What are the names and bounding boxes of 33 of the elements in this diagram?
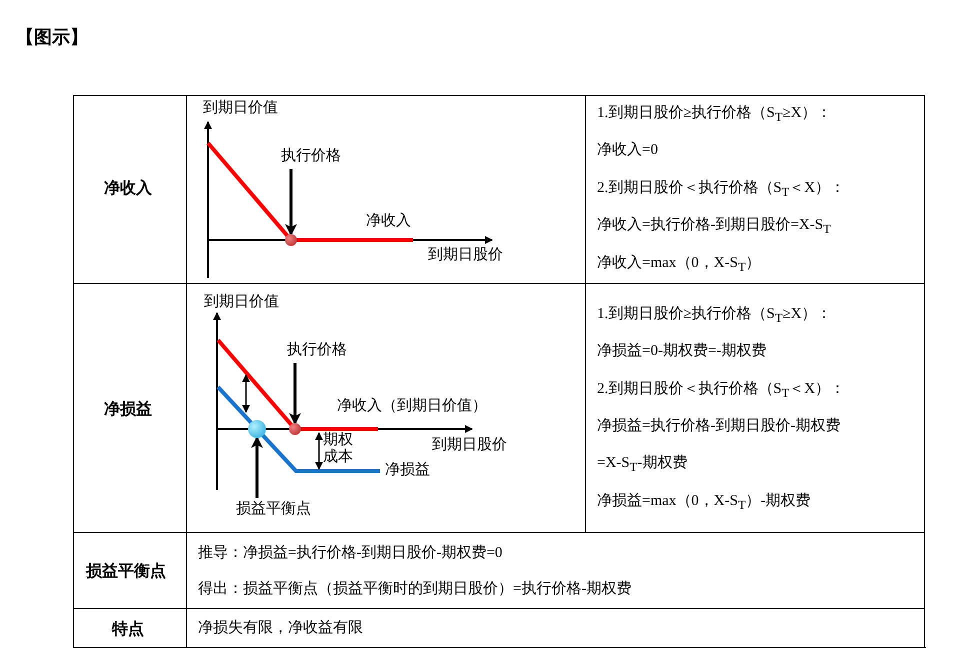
point-marker xyxy=(289,423,301,435)
axis-label: 到期日价值 xyxy=(203,99,278,117)
point-marker xyxy=(285,234,297,246)
formula-text: 净收入=max（0，X-S$_{T}$） xyxy=(597,254,761,275)
point-marker xyxy=(248,420,266,438)
formula-text: 2.到期日股价＜执行价格（S$_{T}$＜X）： xyxy=(597,380,846,401)
callout-text: 执行价格 xyxy=(287,341,359,361)
formula-text: =X-S$_{T}$-期权费 xyxy=(597,454,688,475)
callout-text: 损益平衡点 xyxy=(236,500,322,520)
formula-text: 净损益=执行价格-到期日股价-期权费 xyxy=(597,417,840,435)
formula-text: 净损益=max（0，X-S$_{T}$）-期权费 xyxy=(597,492,811,513)
curve-label: 期权成本 xyxy=(323,431,354,465)
row-header: 净收入 xyxy=(104,178,152,198)
note-text: 净损失有限，净收益有限 xyxy=(198,619,363,637)
formula-text: 得出：损益平衡点（损益平衡时的到期日股价）=执行价格-期权费 xyxy=(198,580,632,598)
row-header: 损益平衡点 xyxy=(86,561,166,580)
formula-text: 推导：净损益=执行价格-到期日股价-期权费=0 xyxy=(198,544,502,562)
formula-text: 净收入=执行价格-到期日股价=X-S$_{T}$ xyxy=(597,216,831,237)
curve-label: 净收入 xyxy=(366,212,411,230)
axis-label: 到期日价值 xyxy=(204,293,279,311)
callout-text: 执行价格 xyxy=(281,147,353,167)
curve-label: 净收入（到期日价值） xyxy=(337,397,487,415)
row-header: 净损益 xyxy=(104,399,152,418)
formula-text: 1.到期日股价≥执行价格（S$_{T}$≥X）： xyxy=(597,104,832,125)
section-heading: 【图示】 xyxy=(16,27,88,49)
axis-label: 到期日股价 xyxy=(428,246,503,264)
formula-text: 2.到期日股价＜执行价格（S$_{T}$＜X）： xyxy=(597,179,846,200)
formula-text: 1.到期日股价≥执行价格（S$_{T}$≥X）： xyxy=(597,305,832,326)
axis-label: 到期日股价 xyxy=(432,436,507,454)
curve-label: 净损益 xyxy=(385,461,430,479)
row-header: 特点 xyxy=(112,619,144,638)
formula-text: 净损益=0-期权费=-期权费 xyxy=(597,342,766,360)
formula-text: 净收入=0 xyxy=(597,141,658,159)
